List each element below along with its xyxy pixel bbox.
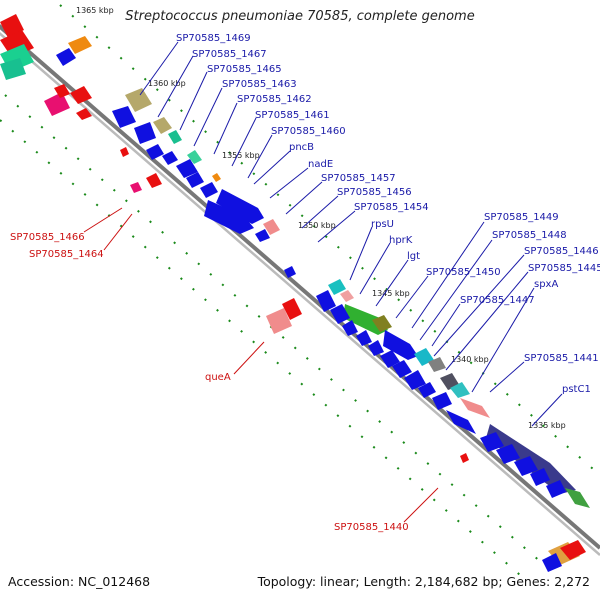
tick-label: 1345 kbp [372, 289, 410, 298]
genome-summary-text: Topology: linear; Length: 2,184,682 bp; … [257, 574, 590, 589]
gene-label: hprK [389, 235, 413, 246]
blue-leader-lines [139, 41, 563, 427]
gene-label: SP70585_1461 [255, 110, 330, 121]
red-leader-lines [83, 207, 439, 523]
gene-label: SP70585_1462 [237, 94, 312, 105]
tick-label: 1355 kbp [222, 151, 260, 160]
gene-label: pncB [289, 142, 314, 153]
red-gene-labels: SP70585_1466 SP70585_1464 queA SP70585_1… [10, 232, 409, 533]
tick-label: 1360 kbp [148, 79, 186, 88]
gene-label: SP70585_1446 [524, 246, 599, 257]
gene-label: SP70585_1440 [334, 522, 409, 533]
genome-backbone [0, 24, 600, 556]
gene-label: SP70585_1465 [207, 64, 282, 75]
tick-label: 1350 kbp [298, 221, 336, 230]
gene-label: SP70585_1464 [29, 249, 104, 260]
gene-label: SP70585_1441 [524, 353, 599, 364]
gene-label: SP70585_1450 [426, 267, 501, 278]
gene-label: SP70585_1445 [528, 263, 600, 274]
gene-label: rpsU [371, 219, 394, 230]
gene-label: SP70585_1469 [176, 33, 251, 44]
guide-lines [0, 4, 600, 576]
gene-label: spxA [534, 279, 558, 290]
tick-label: 1335 kbp [528, 421, 566, 430]
gene-label: nadE [308, 159, 333, 170]
gene-label: pstC1 [562, 384, 591, 395]
gene-label: SP70585_1457 [321, 173, 396, 184]
gene-label: SP70585_1463 [222, 79, 297, 90]
gene-label: SP70585_1454 [354, 202, 429, 213]
tick-label: 1340 kbp [451, 355, 489, 364]
gene-label: lgt [407, 251, 420, 262]
gene-label: SP70585_1449 [484, 212, 559, 223]
gene-label: SP70585_1448 [492, 230, 567, 241]
tick-label: 1365 kbp [76, 6, 114, 15]
gene-label: SP70585_1467 [192, 49, 267, 60]
map-title: Streptococcus pneumoniae 70585, complete… [125, 9, 475, 24]
blue-gene-labels: SP70585_1469 SP70585_1467 SP70585_1465 S… [176, 33, 600, 395]
axis-ticks: 1365 kbp 1360 kbp 1355 kbp 1350 kbp 1345… [76, 6, 566, 430]
genes-lower-strand[interactable] [0, 14, 566, 572]
accession-text: Accession: NC_012468 [8, 574, 151, 589]
gene-label: SP70585_1460 [271, 126, 346, 137]
gene-label: SP70585_1447 [460, 295, 535, 306]
gene-label: SP70585_1466 [10, 232, 85, 243]
gene-label: SP70585_1456 [337, 187, 412, 198]
gene-label: queA [205, 372, 231, 383]
